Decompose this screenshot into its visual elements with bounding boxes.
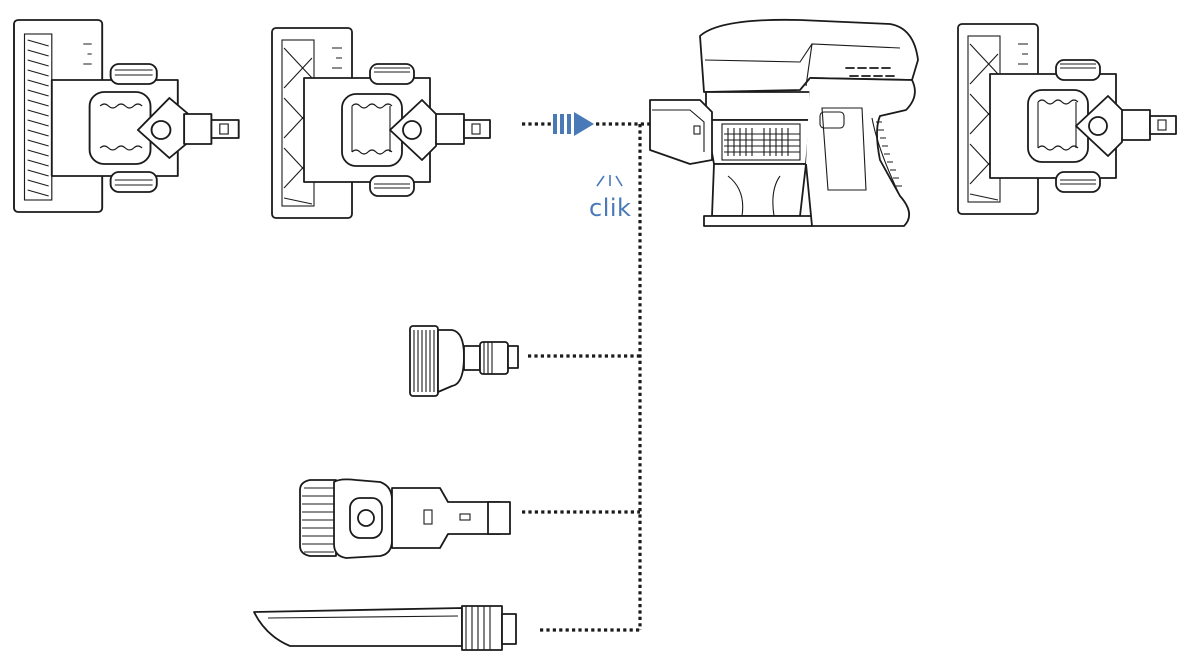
combination-dusting-brush bbox=[299, 478, 511, 559]
small-brush-tool bbox=[409, 325, 519, 397]
floor-brush-head-side-view bbox=[13, 19, 240, 213]
click-label: clik bbox=[589, 194, 632, 222]
floor-brush-head bbox=[271, 27, 491, 219]
right-arrow-icon bbox=[553, 112, 594, 136]
connector-lines bbox=[522, 122, 650, 632]
attached-floor-brush-head bbox=[957, 23, 1177, 215]
crevice-tool bbox=[253, 605, 517, 651]
click-sparks-icon bbox=[596, 175, 623, 187]
vacuum-main-unit bbox=[649, 18, 919, 227]
